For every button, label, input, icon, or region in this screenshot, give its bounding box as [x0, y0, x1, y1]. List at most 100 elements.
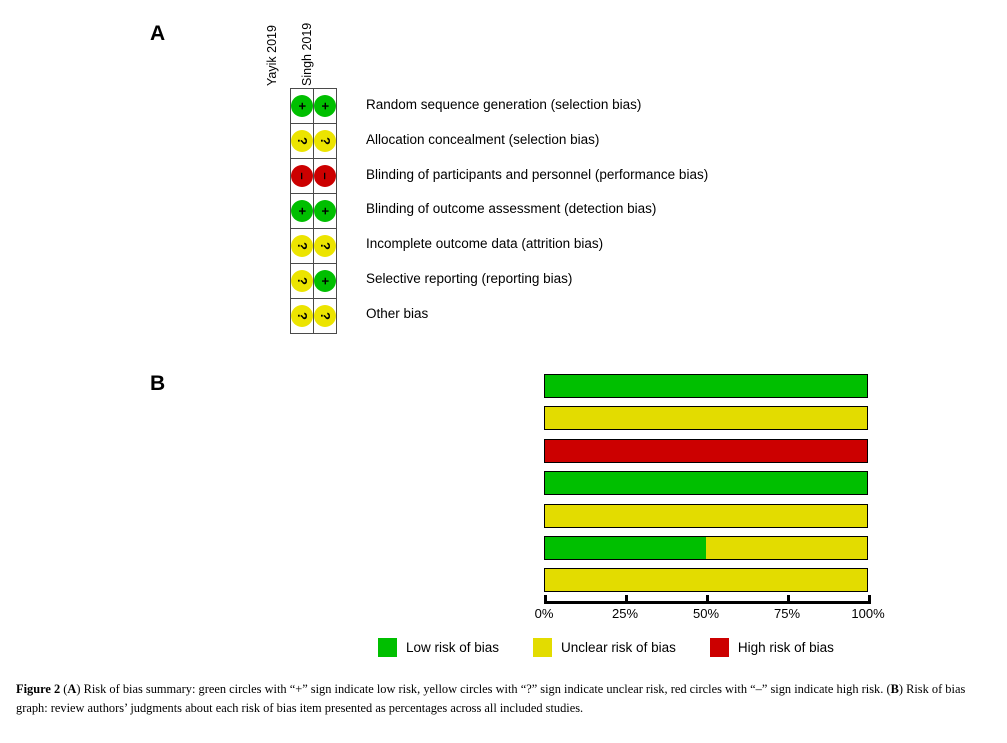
- bar-chart-bar: [544, 374, 868, 398]
- panel-a-row-label: Allocation concealment (selection bias): [366, 131, 600, 147]
- risk-grid-cell: +: [313, 193, 337, 229]
- axis-tick-label: 25%: [611, 606, 639, 621]
- risk-of-bias-summary-grid: ++??––++???+??: [290, 88, 337, 334]
- judgement-high-icon: –: [314, 165, 336, 187]
- judgement-low-icon: +: [314, 200, 336, 222]
- risk-grid-row: ?+: [290, 263, 337, 299]
- judgement-symbol: +: [295, 102, 310, 110]
- legend-label: High risk of bias: [737, 640, 834, 655]
- panel-a-row-label: Selective reporting (reporting bias): [366, 271, 573, 286]
- axis-tick-label: 75%: [773, 606, 801, 621]
- axis-tick-label: 50%: [692, 606, 720, 621]
- judgement-low-icon: +: [291, 200, 313, 222]
- axis-tick: [544, 595, 547, 604]
- legend-swatch-low: [378, 638, 397, 657]
- bar-segment-unclear: [706, 537, 867, 559]
- judgement-symbol: ?: [295, 242, 310, 250]
- risk-grid-cell: +: [290, 193, 314, 229]
- risk-grid-cell: ?: [313, 123, 337, 159]
- judgement-symbol: ?: [295, 312, 310, 320]
- legend-item-high: High risk of bias: [709, 638, 834, 657]
- bar-chart-bar: [544, 536, 868, 560]
- risk-grid-row: ??: [290, 123, 337, 159]
- panel-a-row-label: Incomplete outcome data (attrition bias): [366, 236, 604, 252]
- bar-segment-unclear: [545, 504, 867, 527]
- risk-grid-cell: ?: [290, 263, 314, 299]
- risk-grid-cell: –: [290, 158, 314, 194]
- bar-chart-x-axis: [544, 595, 871, 604]
- risk-grid-cell: +: [313, 88, 337, 124]
- judgement-unclear-icon: ?: [314, 305, 336, 327]
- bar-segment-low: [545, 375, 867, 397]
- judgement-low-icon: +: [291, 95, 313, 117]
- judgement-unclear-icon: ?: [291, 235, 313, 257]
- study-column-headers: Yayik 2019 Singh 2019: [265, 8, 360, 88]
- risk-grid-body: ++??––++???+??: [290, 88, 337, 334]
- judgement-symbol: ?: [318, 242, 333, 250]
- bar-chart-legend: Low risk of bias Unclear risk of bias High…: [378, 638, 834, 657]
- axis-tick: [787, 595, 790, 604]
- panel-b-label: B: [150, 372, 166, 395]
- judgement-symbol: –: [318, 172, 333, 180]
- legend-label: Low risk of bias: [406, 640, 500, 655]
- risk-grid-cell: ?: [290, 123, 314, 159]
- bar-segment-unclear: [545, 407, 867, 430]
- caption-figure-number: Figure 2: [16, 682, 61, 696]
- panel-a-row-label: Random sequence generation (selection bi…: [366, 97, 642, 112]
- legend-item-low: Low risk of bias: [378, 638, 499, 657]
- panel-a-label: A: [150, 22, 166, 45]
- risk-grid-row: ??: [290, 298, 337, 334]
- bar-segment-low: [545, 472, 867, 495]
- caption-tag-b: B: [890, 682, 899, 696]
- axis-tick: [625, 595, 628, 604]
- judgement-symbol: ?: [318, 137, 333, 145]
- axis-tick-label: 0%: [534, 606, 554, 621]
- risk-grid-row: ++: [290, 88, 337, 124]
- judgement-unclear-icon: ?: [314, 130, 336, 152]
- bar-chart-bar: [544, 438, 868, 463]
- risk-grid-cell: –: [313, 158, 337, 194]
- bar-segment-low: [545, 537, 706, 559]
- study-column-header-1: Singh 2019: [300, 22, 314, 86]
- bar-chart-bar: [544, 503, 868, 528]
- study-column-header-0: Yayik 2019: [265, 25, 279, 86]
- axis-tick: [868, 595, 871, 604]
- judgement-symbol: ?: [318, 312, 333, 320]
- panel-a-row-label: Other bias: [366, 305, 429, 321]
- axis-tick: [706, 595, 709, 604]
- risk-grid-cell: +: [290, 88, 314, 124]
- judgement-low-icon: +: [314, 95, 336, 117]
- risk-grid-cell: ?: [313, 228, 337, 264]
- caption-text-a: ) Risk of bias summary: green circles wi…: [76, 682, 891, 696]
- risk-grid-cell: ?: [313, 298, 337, 334]
- judgement-unclear-icon: ?: [291, 270, 313, 292]
- risk-grid-row: ??: [290, 228, 337, 264]
- judgement-symbol: ?: [295, 277, 310, 285]
- panel-a-row-label: Blinding of participants and personnel (…: [366, 166, 709, 182]
- axis-tick-label: 100%: [851, 606, 885, 621]
- figure-caption: Figure 2 (A) Risk of bias summary: green…: [16, 682, 966, 716]
- bar-chart-bar: [544, 406, 868, 431]
- judgement-high-icon: –: [291, 165, 313, 187]
- risk-grid-row: ––: [290, 158, 337, 194]
- judgement-unclear-icon: ?: [291, 305, 313, 327]
- judgement-symbol: +: [295, 207, 310, 215]
- judgement-symbol: –: [295, 172, 310, 180]
- risk-grid-row: ++: [290, 193, 337, 229]
- bar-segment-unclear: [545, 569, 867, 592]
- judgement-symbol: +: [318, 277, 333, 285]
- legend-label: Unclear risk of bias: [561, 640, 676, 655]
- judgement-unclear-icon: ?: [314, 235, 336, 257]
- judgement-unclear-icon: ?: [291, 130, 313, 152]
- judgement-low-icon: +: [314, 270, 336, 292]
- judgement-symbol: +: [318, 102, 333, 110]
- bar-segment-high: [545, 439, 867, 462]
- judgement-symbol: ?: [295, 137, 310, 145]
- legend-item-unclear: Unclear risk of bias: [533, 638, 676, 657]
- caption-text-b: ) Risk of bias graph: review authors’ ju…: [16, 682, 966, 716]
- risk-grid-cell: ?: [290, 298, 314, 334]
- risk-grid-cell: ?: [290, 228, 314, 264]
- bar-chart-bar: [544, 471, 868, 496]
- legend-swatch-high: [709, 638, 729, 657]
- panel-a-row-label: Blinding of outcome assessment (detectio…: [366, 201, 657, 217]
